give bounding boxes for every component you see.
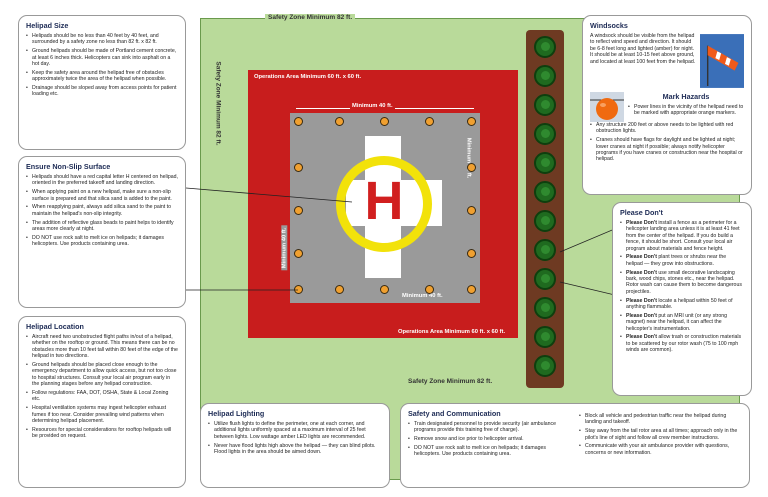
helipad-size-title: Helipad Size [26,21,69,30]
helipad-size-item: Ground helipads should be made of Portla… [26,48,178,67]
perimeter-light [467,163,476,172]
please-dont-prefix: Please Don't [626,312,657,319]
please-dont-item: Please Don't allow trash or construction… [620,334,744,353]
non-slip-item: When reapplying paint, always add silica… [26,204,178,217]
helipad-h-letter: H [364,171,404,231]
perimeter-light [294,117,303,126]
please-dont-text: use small decorative landscaping bark, w… [626,269,742,295]
windsocks-title: Windsocks [590,21,628,30]
pad-bottom-dimension: Minimum 40 ft. [400,293,445,299]
tree-icon [534,297,556,319]
helipad-size-item: Keep the safety area around the helipad … [26,70,178,83]
hazards-item: Any structure 200 feet or above needs to… [590,122,744,135]
perimeter-light [467,285,476,294]
safety-item: Block all vehicle and pedestrian traffic… [579,413,742,426]
helipad-size-item: Helipads should be no less than 40 feet … [26,33,178,46]
safety-communication-title: Safety and Communication [408,409,501,418]
tree-icon [534,355,556,377]
tree-icon [534,123,556,145]
operations-area-top-label: Operations Area Minimum 60 ft. x 60 ft. [254,74,362,80]
perimeter-light [380,285,389,294]
hazards-item: Cranes should have flags for daylight an… [590,137,744,163]
pad-top-dimension: Minimum 40 ft. [350,103,395,109]
tree-icon [534,268,556,290]
helipad-location-item: Follow regulations: FAA, DOT, OSHA, Stat… [26,390,178,403]
perimeter-light [380,117,389,126]
safety-item: Stay away from the tail rotor area at al… [579,428,742,441]
tree-icon [534,65,556,87]
perimeter-light [467,117,476,126]
windsocks-hazards-panel: Windsocks A windsock should be visible f… [582,15,752,195]
tree-icon [534,239,556,261]
perimeter-light [425,285,434,294]
please-dont-text: install a fence as a perimeter for a hel… [626,220,740,252]
please-dont-prefix: Please Don't [626,334,657,341]
please-dont-item: Please Don't plant trees or shrubs near … [620,254,744,267]
non-slip-item: The addition of reflective glass beads t… [26,220,178,233]
helipad-lighting-item: Utilize flush lights to define the perim… [208,421,382,440]
non-slip-item: When applying paint on a new helipad, ma… [26,189,178,202]
please-dont-item: Please Don't put an MRI unit (or any str… [620,313,744,332]
non-slip-item: DO NOT use rock salt to melt ice on heli… [26,235,178,248]
touchdown-ring [336,156,432,252]
safety-zone-bottom-label: Safety Zone Minimum 82 ft. [405,378,496,385]
perimeter-light [294,163,303,172]
helipad-lighting-title: Helipad Lighting [208,409,265,418]
please-dont-text: locate a helipad within 50 feet of anyth… [626,297,733,311]
tree-icon [534,36,556,58]
helipad-location-item: Ground helipads should be placed close e… [26,362,178,388]
safety-item: Train designated personnel to provide se… [408,421,571,434]
tree-icon [534,210,556,232]
perimeter-light [425,117,434,126]
tree-icon [534,94,556,116]
marker-ball-icon [590,92,624,122]
perimeter-light [335,117,344,126]
please-dont-item: Please Don't locate a helipad within 50 … [620,298,744,311]
safety-item: Communicate with your air ambulance prov… [579,443,742,456]
please-dont-text: put an MRI unit (or any strong magnet) n… [626,312,728,332]
please-dont-item: Please Don't use small decorative landsc… [620,270,744,296]
safety-item: Remove snow and ice prior to helicopter … [408,436,571,443]
please-dont-text: plant trees or shrubs near the helipad —… [626,254,727,267]
helipad-lighting-panel: Helipad Lighting Utilize flush lights to… [200,403,390,488]
non-slip-panel: Ensure Non-Slip Surface Helipads should … [18,156,186,308]
operations-area-bottom-label: Operations Area Minimum 60 ft. x 60 ft. [398,329,506,335]
non-slip-title: Ensure Non-Slip Surface [26,162,111,171]
please-dont-prefix: Please Don't [626,269,657,276]
non-slip-item: Helipads should have a red capital lette… [26,174,178,187]
tree-icon [534,326,556,348]
safety-communication-panel: Safety and Communication Train designate… [400,403,750,488]
helipad-size-item: Drainage should be sloped away from acce… [26,85,178,98]
windsocks-text: A windsock should be visible from the he… [590,33,696,65]
helipad-location-title: Helipad Location [26,322,84,331]
perimeter-light [294,249,303,258]
helipad-lighting-item: Never have flood lights high above the h… [208,443,382,456]
perimeter-light [335,285,344,294]
please-dont-text: allow trash or construction materials to… [626,334,742,354]
perimeter-light [467,206,476,215]
hazards-intro: Power lines in the vicinity of the helip… [628,104,744,117]
helipad-location-item: Hospital ventilation systems may ingest … [26,405,178,424]
please-dont-prefix: Please Don't [626,220,657,226]
please-dont-prefix: Please Don't [626,297,657,304]
hazards-title: Mark Hazards [662,92,710,101]
non-slip-callout-line [185,187,353,203]
please-dont-item: Please Don't install a fence as a perime… [620,220,744,252]
safety-zone-top-label: Safety Zone Minimum 82 ft. [265,14,356,21]
safety-item: DO NOT use rock salt to melt ice on heli… [408,445,571,458]
please-dont-prefix: Please Don't [626,254,657,261]
windsock-icon [699,34,744,88]
perimeter-light [294,285,303,294]
helipad-size-panel: Helipad Size Helipads should be no less … [18,15,186,150]
please-dont-title: Please Don't [620,208,663,217]
tree-icon [534,152,556,174]
perimeter-light [294,206,303,215]
please-dont-panel: Please Don't Please Don't install a fenc… [612,202,752,396]
tree-icon [534,181,556,203]
helipad-location-item: Aircraft need two unobstructed flight pa… [26,334,178,360]
helipad-location-panel: Helipad Location Aircraft need two unobs… [18,316,186,488]
helipad-location-item: Resources for special considerations for… [26,427,178,440]
perimeter-light [467,249,476,258]
